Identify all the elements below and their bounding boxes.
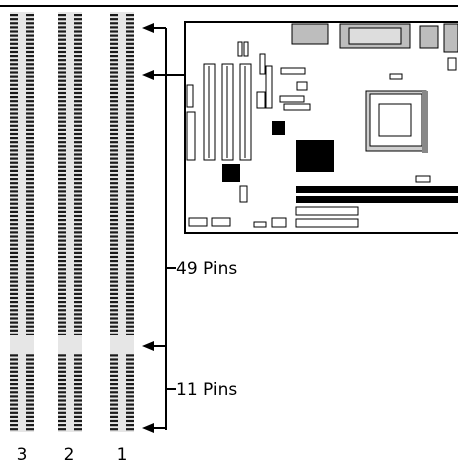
- arrow-top: [142, 23, 166, 33]
- motherboard-inset: [184, 21, 458, 234]
- io-connector: [348, 27, 402, 45]
- arrow-left-icon: [142, 341, 154, 351]
- board-part: [280, 67, 306, 75]
- io-connector: [447, 57, 457, 71]
- pci-slot-3: [10, 12, 34, 432]
- slot-key: [110, 335, 134, 352]
- ide-connector: [295, 218, 359, 228]
- board-part: [253, 221, 267, 228]
- board-chip: [296, 140, 334, 172]
- slot-key: [58, 335, 82, 352]
- board-part: [271, 217, 287, 228]
- board-part: [256, 91, 266, 109]
- io-connector: [419, 25, 439, 49]
- ide-connector: [295, 206, 359, 216]
- board-part: [259, 53, 266, 75]
- slot-key: [10, 335, 34, 352]
- slot-number-2: 2: [64, 445, 75, 464]
- board-part: [279, 95, 305, 103]
- pci-slot-2: [58, 12, 82, 432]
- io-connector: [291, 23, 329, 45]
- label-11-pins: 11 Pins: [176, 380, 237, 400]
- io-connector: [443, 23, 458, 53]
- board-part: [415, 175, 431, 183]
- board-part: [296, 81, 308, 91]
- board-part: [243, 41, 249, 57]
- board-chip: [222, 164, 240, 182]
- pci-slot-1: [110, 12, 134, 432]
- slot-channel: [118, 12, 126, 432]
- board-part: [237, 41, 243, 57]
- board-part: [389, 73, 403, 80]
- arrow-left-icon: [142, 70, 154, 80]
- dimm-slot: [296, 196, 458, 203]
- board-part: [265, 65, 273, 109]
- board-part: [283, 103, 311, 111]
- arrow-left-icon: [142, 23, 154, 33]
- slot-number-3: 3: [17, 445, 28, 464]
- arrow-key: [142, 341, 166, 351]
- slot-channel: [18, 12, 26, 432]
- label-49-pins: 49 Pins: [176, 259, 237, 279]
- board-part: [239, 185, 248, 203]
- board-part: [188, 217, 208, 227]
- slot-number-1: 1: [117, 445, 128, 464]
- board-part: [211, 217, 231, 227]
- board-part: [186, 84, 194, 108]
- arrow-bottom: [142, 423, 166, 433]
- slot-channel: [66, 12, 74, 432]
- arrow-left-icon: [142, 423, 154, 433]
- dimm-slot: [296, 186, 458, 193]
- board-part: [186, 111, 196, 161]
- board-chip: [272, 121, 285, 135]
